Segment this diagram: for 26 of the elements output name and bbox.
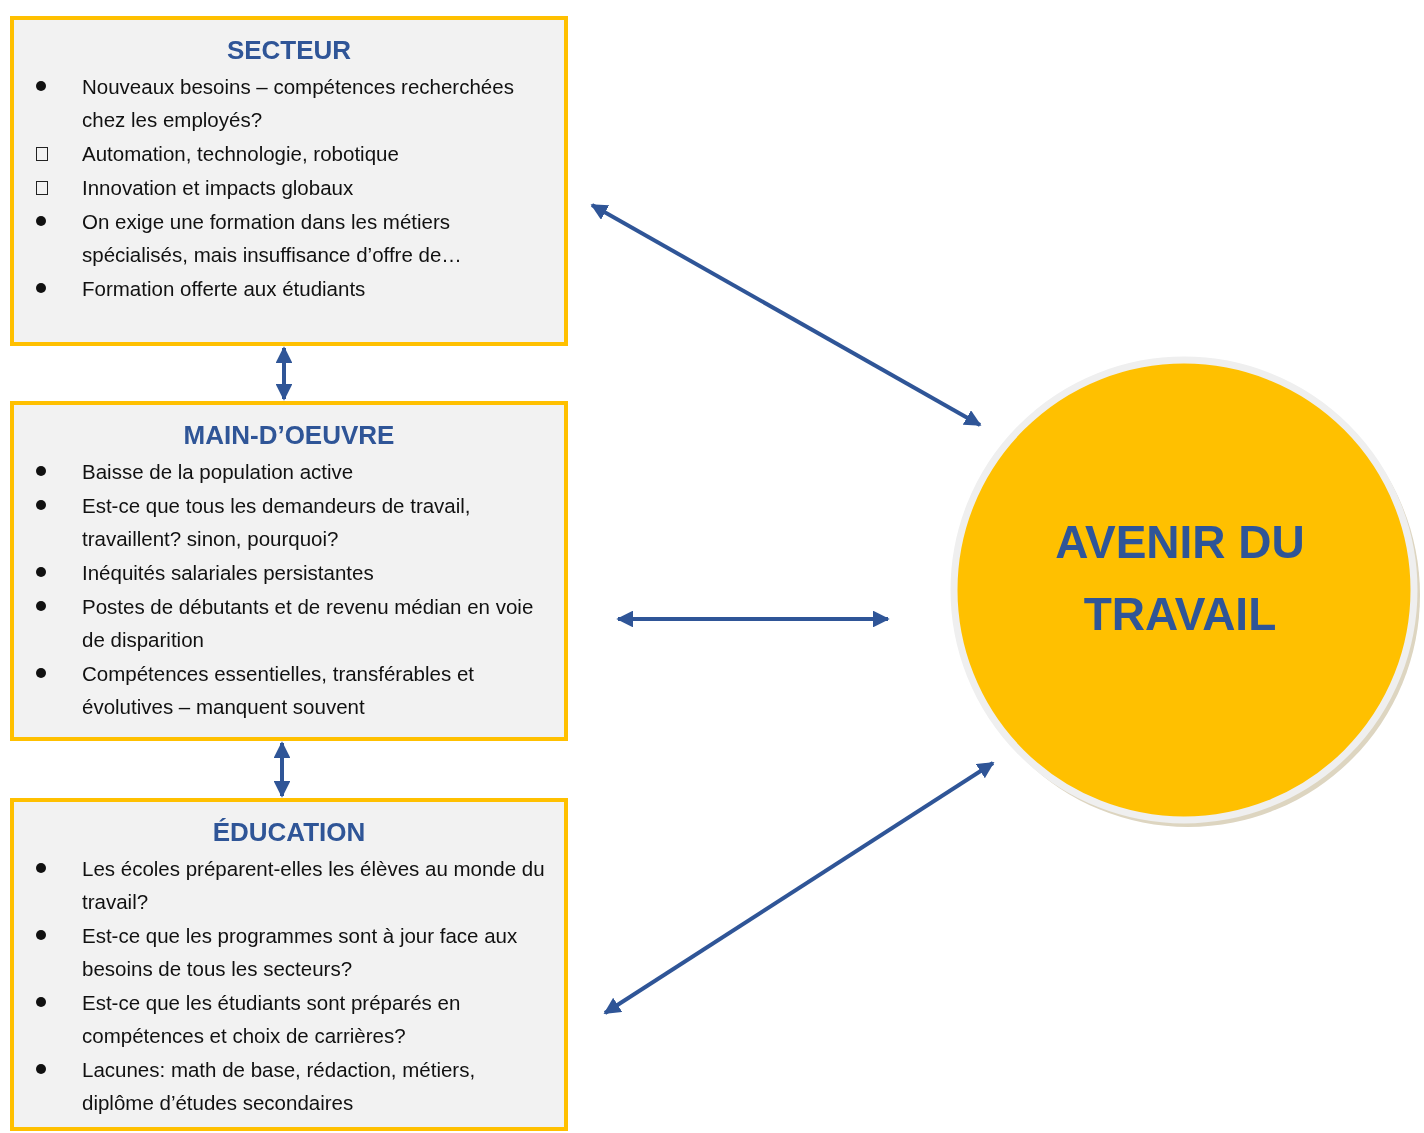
double-arrow (616, 610, 890, 628)
circle-title: AVENIR DU TRAVAIL (1054, 515, 1306, 642)
bullet-text: Les écoles préparent-elles les élèves au monde du travail? (82, 856, 546, 915)
bullet-text: Inéquités salariales persistantes (82, 560, 375, 586)
bullet-text: On exige une formation dans les métiers spécialisés, mais insuffisance d’offre de… (82, 209, 463, 268)
topic-box (10, 401, 568, 741)
double-arrow (275, 346, 293, 401)
bullet-text: Postes de débutants et de revenu médian en voie de disparition (82, 594, 535, 653)
bullet-text: Est-ce que les étudiants sont préparés en compétences et choix de carrières? (82, 990, 462, 1049)
topic-box (10, 798, 568, 1131)
bullet-text: Est-ce que les programmes sont à jour face aux besoins de tous les secteurs? (82, 923, 519, 982)
topic-box (10, 16, 568, 346)
double-arrow (590, 203, 982, 427)
box-heading: ÉDUCATION (211, 816, 367, 848)
bullet-text: Innovation et impacts globaux (82, 175, 355, 201)
bullet-text: Automation, technologie, robotique (82, 141, 400, 167)
double-arrow (273, 741, 291, 798)
bullet-text: Est-ce que tous les demandeurs de travail, travaillent? sinon, pourquoi? (82, 493, 472, 552)
bullet-text: Nouveaux besoins – compétences recherchées chez les employés? (82, 74, 515, 133)
bullet-text: Formation offerte aux étudiants (82, 276, 367, 302)
bullet-text: Lacunes: math de base, rédaction, métiers, diplôme d’études secondaires (82, 1057, 477, 1116)
bullet-text: Compétences essentielles, transférables et évolutives – manquent souvent (82, 661, 475, 720)
box-heading: MAIN-D’OEUVRE (182, 419, 396, 451)
double-arrow (603, 761, 995, 1015)
box-heading: SECTEUR (225, 34, 353, 66)
bullet-text: Baisse de la population active (82, 459, 355, 485)
